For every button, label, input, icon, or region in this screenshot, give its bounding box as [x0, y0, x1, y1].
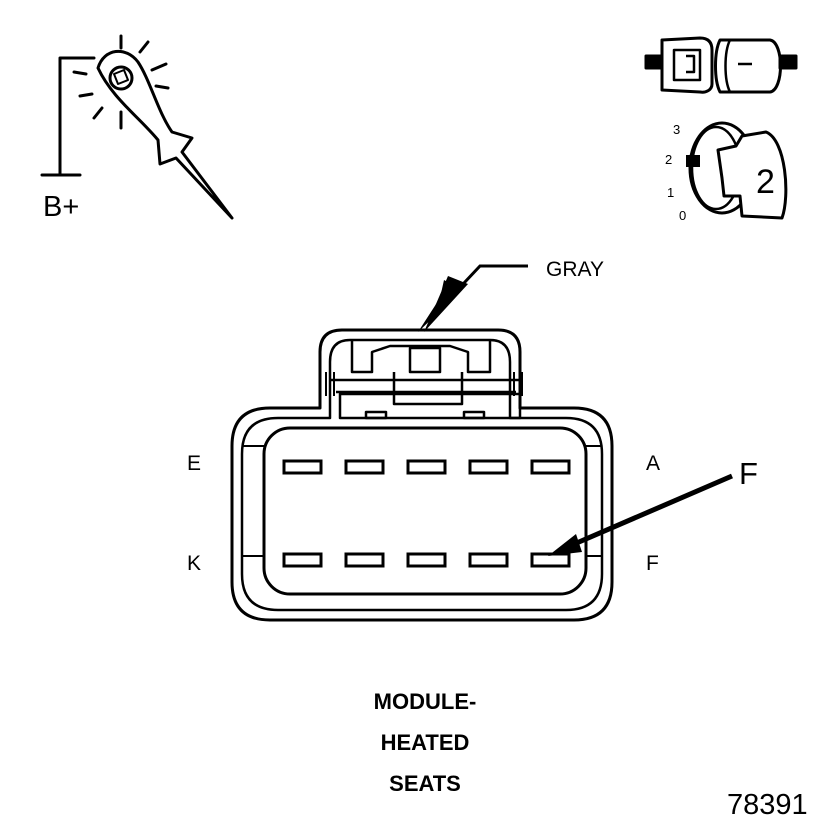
terminal-bottom-2: [344, 552, 385, 568]
ignition-position-2: 2: [665, 152, 672, 167]
ignition-position-1: 1: [667, 185, 674, 200]
ignition-position-3: 3: [673, 122, 680, 137]
terminal-top-3: [406, 459, 447, 475]
connector-color-label: GRAY: [546, 258, 604, 281]
terminal-bottom-3: [406, 552, 447, 568]
pin-label-e: E: [187, 452, 201, 475]
terminal-a: [530, 459, 571, 475]
figure-number: 78391: [727, 789, 808, 821]
terminal-k: [282, 552, 323, 568]
gray-leader-arrow: [418, 264, 528, 332]
terminal-top-2: [344, 459, 385, 475]
connector-latch: [325, 340, 523, 420]
caption-line-1: MODULE-: [374, 689, 477, 714]
terminal-callout-label: F: [739, 456, 758, 491]
caption-line-3: SEATS: [389, 771, 461, 796]
terminal-f-callout-arrow: [548, 473, 733, 556]
key-position-label: 2: [756, 163, 775, 201]
caption-line-2: HEATED: [381, 730, 470, 755]
ignition-position-0: 0: [679, 208, 686, 223]
terminal-e: [282, 459, 323, 475]
ignition-key-icon: [686, 121, 788, 220]
test-light-probe-icon: [40, 34, 234, 220]
pin-label-k: K: [187, 552, 201, 575]
terminal-top-4: [468, 459, 509, 475]
pin-label-a: A: [646, 452, 660, 475]
terminal-f: [530, 552, 571, 568]
pin-label-f: F: [646, 552, 659, 575]
terminal-bottom-4: [468, 552, 509, 568]
connector-body: [230, 328, 614, 622]
battery-positive-label: B+: [43, 191, 79, 223]
disconnected-connector-icon: [644, 36, 798, 94]
